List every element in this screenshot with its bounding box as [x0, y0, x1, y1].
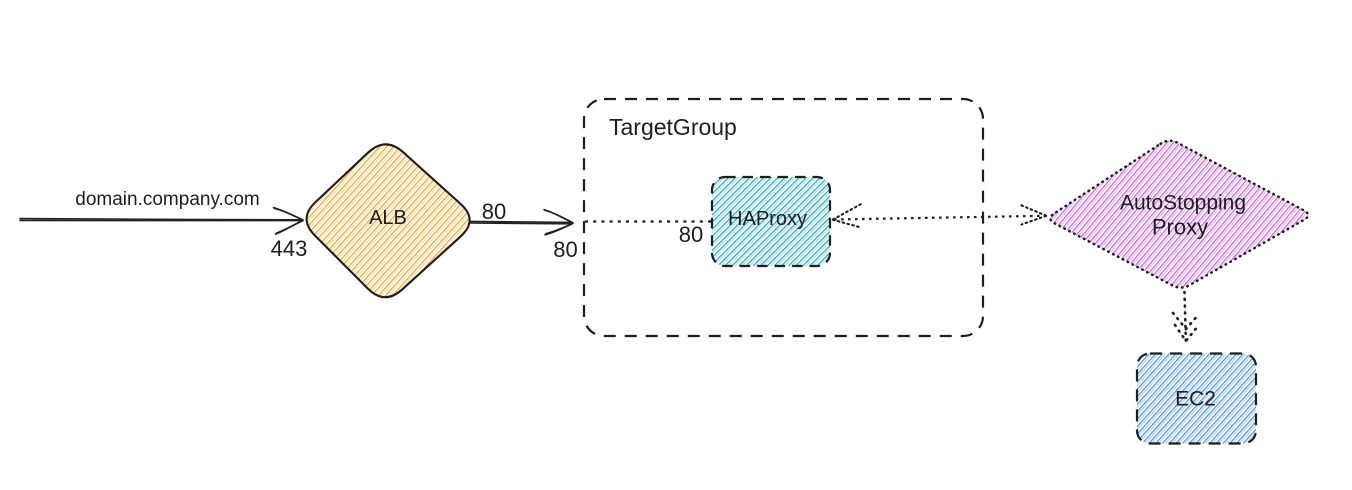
svg-text:443: 443: [271, 236, 308, 261]
svg-text:80: 80: [553, 237, 577, 262]
svg-text:EC2: EC2: [1175, 388, 1216, 411]
svg-text:AutoStopping: AutoStopping: [1120, 192, 1246, 215]
svg-text:domain.company.com: domain.company.com: [75, 189, 259, 210]
svg-text:Proxy: Proxy: [1152, 215, 1208, 240]
svg-text:ALB: ALB: [369, 207, 407, 229]
svg-text:80: 80: [679, 222, 703, 247]
svg-text:HAProxy: HAProxy: [728, 208, 807, 230]
svg-text:TargetGroup: TargetGroup: [609, 114, 737, 140]
svg-text:80: 80: [482, 199, 506, 224]
